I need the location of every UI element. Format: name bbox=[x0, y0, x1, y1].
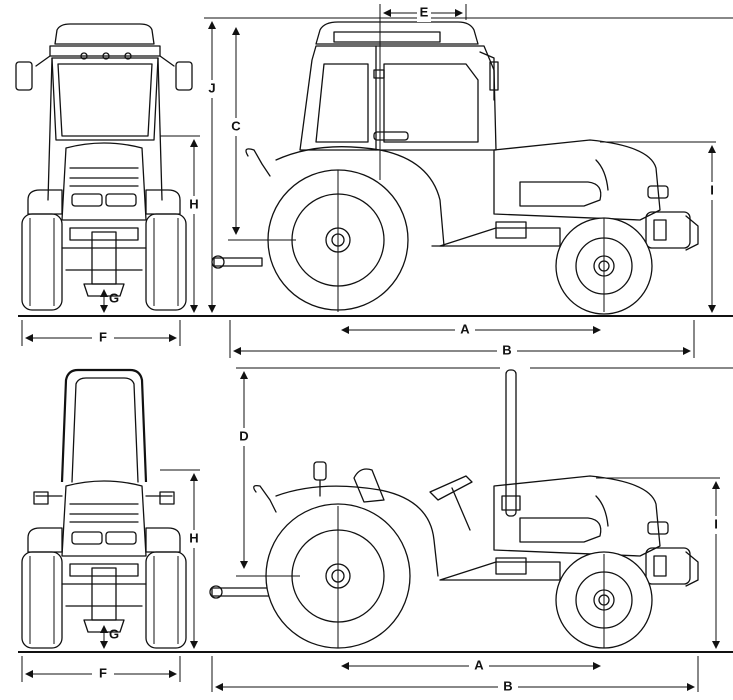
label-f-bottom: F bbox=[99, 665, 107, 680]
label-g-bottom: G bbox=[109, 626, 119, 641]
label-a-bottom: A bbox=[474, 657, 484, 672]
label-f-top: F bbox=[99, 329, 107, 344]
label-h-top: H bbox=[189, 196, 198, 211]
label-d: D bbox=[239, 428, 248, 443]
dimension-lines bbox=[21, 4, 733, 692]
cab-side-view bbox=[211, 21, 699, 315]
label-i-top: I bbox=[710, 182, 714, 197]
label-j: J bbox=[208, 80, 215, 95]
label-c: C bbox=[231, 118, 241, 133]
rops-front-view bbox=[21, 368, 187, 649]
label-g-top: G bbox=[109, 290, 119, 305]
rops-side-view bbox=[209, 369, 699, 649]
label-a-top: A bbox=[460, 321, 470, 336]
label-b-bottom: B bbox=[503, 678, 512, 693]
label-i-bottom: I bbox=[714, 516, 718, 531]
cab-front-view bbox=[15, 23, 193, 311]
label-b-top: B bbox=[502, 342, 511, 357]
label-h-bottom: H bbox=[189, 530, 198, 545]
dimension-labels: E J C H I G F A B D H I G F A B bbox=[92, 4, 724, 694]
label-e: E bbox=[420, 4, 429, 19]
